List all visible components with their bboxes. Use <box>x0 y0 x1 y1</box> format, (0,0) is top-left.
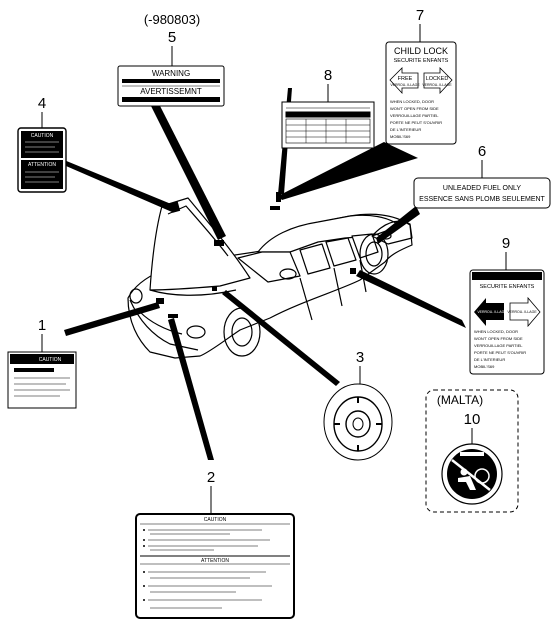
item-5-line2: AVERTISSEMNT <box>140 87 202 96</box>
item-5-warning-label: WARNING AVERTISSEMNT <box>117 65 225 107</box>
item-6-line1: UNLEADED FUEL ONLY <box>443 185 522 192</box>
car-illustration <box>127 197 413 359</box>
airbag-warning-icon <box>451 452 491 491</box>
item-9-subtitle: SECURITE ENFANTS <box>480 284 535 290</box>
callout-7: 7 <box>416 7 424 24</box>
item-5-note: (-980803) <box>144 12 200 27</box>
item-9-line-5: DE L'INTERIEUR <box>474 357 505 362</box>
item-2-caution-attention-label: CAUTION ATTENTION <box>135 513 295 619</box>
item-6-fuel-label: UNLEADED FUEL ONLY ESSENCE SANS PLOMB SE… <box>413 177 551 209</box>
callout-2: 2 <box>207 469 215 486</box>
callout-3: 3 <box>356 349 364 366</box>
item-9-line-6: MOBIL'S69 <box>474 364 495 369</box>
item-9-line-3: VERROUILLAGE PARTIEL <box>474 343 523 348</box>
item-8-tire-table-label <box>281 101 375 149</box>
callout-5: 5 <box>168 29 176 46</box>
item-5-line1: WARNING <box>152 69 190 78</box>
item-7-line-1: WHEN LOCKED, DOOR <box>390 99 434 104</box>
item-7-free-fr: VERROU- ILLAGE <box>390 83 420 87</box>
item-4-top: CAUTION <box>31 133 54 139</box>
item-7-line-2: WON'T OPEN FROM SIDE <box>390 106 439 111</box>
item-9-locked-fr: VERROU- ILLAGE <box>507 310 537 314</box>
item-7-callout: 7 <box>416 7 424 42</box>
item-8-callout: 8 <box>324 67 332 102</box>
item-9-callout: 9 <box>502 235 510 270</box>
item-4-bottom: ATTENTION <box>28 162 56 168</box>
item-10-group: (MALTA) 10 <box>425 389 519 513</box>
item-2-callout: 2 <box>207 469 215 514</box>
item-7-child-lock-label: CHILD LOCK SECURITE ENFANTS FREE LOCKED … <box>385 41 457 145</box>
item-7-locked-fr: VERROU- ILLAGE <box>422 83 452 87</box>
item-7-line-6: MOBIL'S69 <box>390 134 411 139</box>
item-7-locked: LOCKED <box>426 76 449 82</box>
item-3-callout: 3 <box>356 349 364 384</box>
callout-1: 1 <box>38 317 46 334</box>
item-5-callout: (-980803) 5 <box>144 12 200 66</box>
item-2-top-title: CAUTION <box>204 517 227 523</box>
item-4-caution-label: CAUTION ATTENTION <box>17 127 67 193</box>
item-9-line-2: WON'T OPEN FROM SIDE <box>474 336 523 341</box>
item-2-bottom-title: ATTENTION <box>201 558 229 564</box>
item-9-child-lock-label: SECURITE ENFANTS VERROU- ILLAGE VERROU- … <box>469 269 545 375</box>
item-1-callout: 1 <box>38 317 46 352</box>
item-3-round-label <box>323 383 393 461</box>
callout-4: 4 <box>38 95 46 112</box>
item-7-free: FREE <box>398 76 413 82</box>
item-6-callout: 6 <box>478 143 486 178</box>
callout-9: 9 <box>502 235 510 252</box>
item-7-subtitle: SECURITE ENFANTS <box>394 58 449 64</box>
item-9-free-fr: VERROU- ILLAGE <box>477 310 507 314</box>
item-10-note: (MALTA) <box>437 393 483 407</box>
item-1-title: CAUTION <box>39 357 62 363</box>
item-6-line2: ESSENCE SANS PLOMB SEULEMENT <box>419 196 545 203</box>
item-4-callout: 4 <box>38 95 46 128</box>
item-7-line-4: PORTE NE PEUT S'OUVRIR <box>390 120 442 125</box>
item-1-caution-label: CAUTION <box>7 351 77 409</box>
callout-10: 10 <box>464 411 481 428</box>
item-9-line-1: WHEN LOCKED, DOOR <box>474 329 518 334</box>
item-7-line-5: DE L'INTERIEUR <box>390 127 421 132</box>
item-7-title: CHILD LOCK <box>394 46 448 56</box>
callout-8: 8 <box>324 67 332 84</box>
item-7-line-3: VERROUILLAGE PARTIEL <box>390 113 439 118</box>
callout-6: 6 <box>478 143 486 160</box>
item-9-line-4: PORTE NE PEUT S'OUVRIR <box>474 350 526 355</box>
